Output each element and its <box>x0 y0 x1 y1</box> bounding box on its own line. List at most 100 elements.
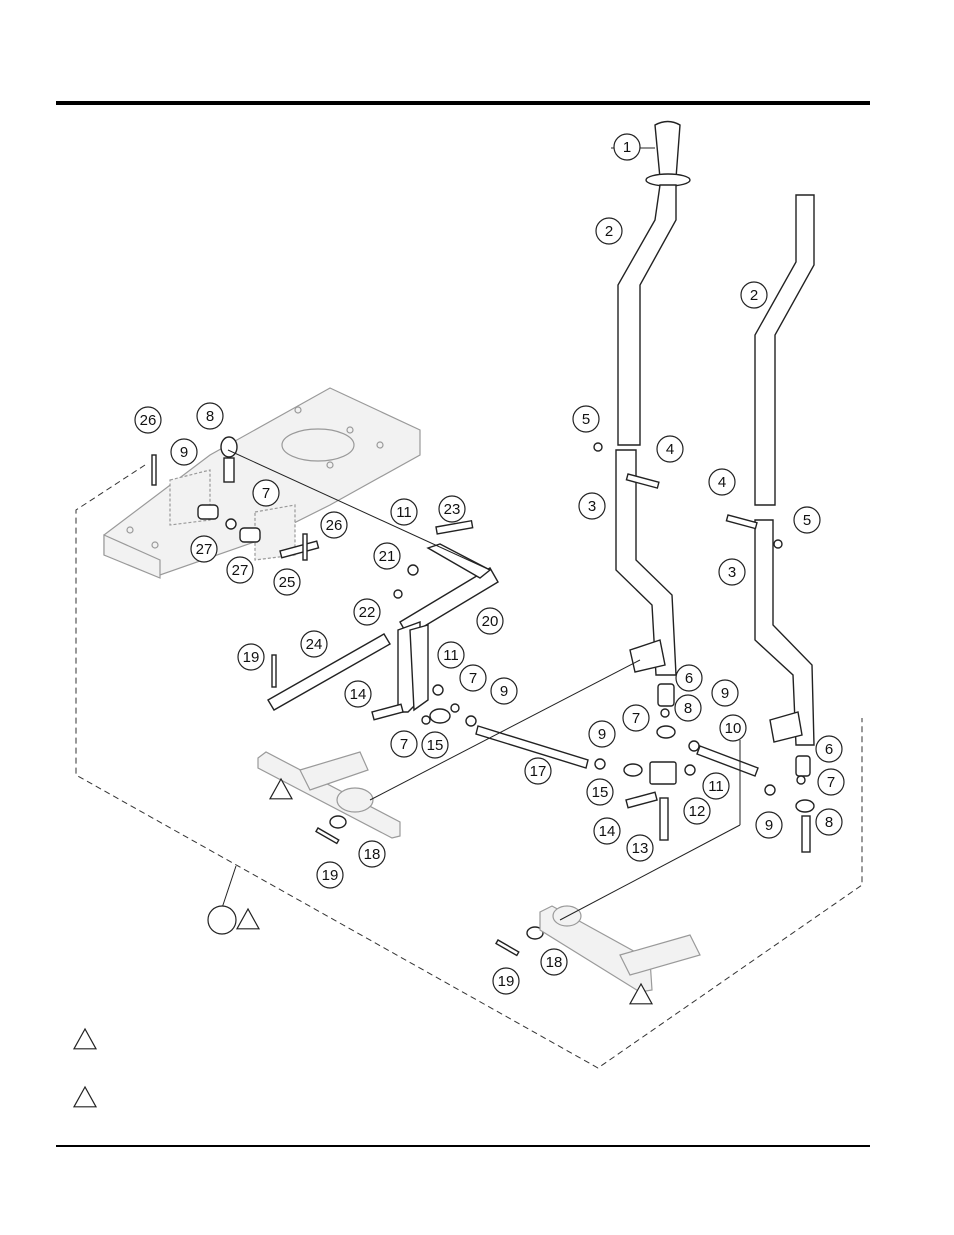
callout-12: 12 <box>684 798 710 824</box>
rod-24 <box>268 634 390 710</box>
note-triangle-shape <box>74 1029 96 1049</box>
callout-number: 21 <box>379 548 396 565</box>
callout-11: 11 <box>703 773 729 799</box>
callout-group: 1223344556677777888999991011111112131414… <box>135 134 844 994</box>
callout-18: 18 <box>541 949 567 975</box>
callout-number: 14 <box>599 823 616 840</box>
callout-number: 26 <box>140 412 157 429</box>
callout-11: 11 <box>391 499 417 525</box>
callout-number: 11 <box>708 778 724 795</box>
callout-7: 7 <box>391 731 417 757</box>
callout-19: 19 <box>238 644 264 670</box>
callout-number: 4 <box>666 441 674 458</box>
callout-23: 23 <box>439 496 465 522</box>
callout-number: 13 <box>632 840 649 857</box>
callout-number: 6 <box>685 670 693 687</box>
callout-number: 9 <box>721 685 729 702</box>
callout-20: 20 <box>477 608 503 634</box>
callout-9: 9 <box>171 439 197 465</box>
callout-number: 2 <box>750 287 758 304</box>
note-circle-icon <box>208 906 236 934</box>
callout-number: 18 <box>364 846 381 863</box>
callout-13: 13 <box>627 835 653 861</box>
callout-number: 9 <box>180 444 188 461</box>
callout-number: 7 <box>262 485 270 502</box>
callout-21: 21 <box>374 543 400 569</box>
callout-number: 5 <box>582 411 590 428</box>
callout-number: 6 <box>825 741 833 758</box>
callout-19: 19 <box>317 862 343 888</box>
note-triangle-icon <box>237 909 259 929</box>
callout-15: 15 <box>587 779 613 805</box>
callout-10: 10 <box>720 715 746 741</box>
callout-number: 10 <box>725 720 742 737</box>
callout-number: 7 <box>469 670 477 687</box>
callout-7: 7 <box>623 705 649 731</box>
callout-4: 4 <box>709 469 735 495</box>
callout-9: 9 <box>756 812 782 838</box>
callout-8: 8 <box>816 809 842 835</box>
callout-number: 24 <box>306 636 323 653</box>
note-triangle-shape <box>74 1087 96 1107</box>
callout-3: 3 <box>719 559 745 585</box>
right-handle-lower-tube <box>755 520 814 745</box>
callout-number: 27 <box>196 541 213 558</box>
callout-7: 7 <box>253 480 279 506</box>
callout-number: 8 <box>825 814 833 831</box>
callout-7: 7 <box>460 665 486 691</box>
callout-6: 6 <box>816 736 842 762</box>
callout-number: 7 <box>632 710 640 727</box>
callout-number: 19 <box>498 973 515 990</box>
callout-number: 17 <box>530 763 547 780</box>
callout-number: 19 <box>322 867 339 884</box>
note-circle-triangle-symbol <box>208 906 259 934</box>
callout-14: 14 <box>345 681 371 707</box>
callout-22: 22 <box>354 599 380 625</box>
callout-number: 26 <box>326 517 343 534</box>
callout-6: 6 <box>676 665 702 691</box>
callout-number: 20 <box>482 613 499 630</box>
callout-9: 9 <box>712 680 738 706</box>
callout-11: 11 <box>438 642 464 668</box>
callout-number: 4 <box>718 474 726 491</box>
callout-number: 11 <box>396 504 412 521</box>
callout-number: 1 <box>623 139 631 156</box>
lower-pivot-ghost-right <box>540 906 700 992</box>
callout-number: 7 <box>827 774 835 791</box>
callout-24: 24 <box>301 631 327 657</box>
callout-number: 15 <box>427 737 444 754</box>
callout-9: 9 <box>491 678 517 704</box>
callout-1: 1 <box>614 134 640 160</box>
callout-2: 2 <box>741 282 767 308</box>
rod-10 <box>697 746 758 776</box>
note-triangle-icon <box>74 1029 96 1049</box>
callout-number: 7 <box>400 736 408 753</box>
callout-17: 17 <box>525 758 551 784</box>
callout-number: 3 <box>728 564 736 581</box>
callout-number: 3 <box>588 498 596 515</box>
callout-number: 2 <box>605 223 613 240</box>
callout-7: 7 <box>818 769 844 795</box>
callout-14: 14 <box>594 818 620 844</box>
callout-27: 27 <box>227 557 253 583</box>
callout-number: 27 <box>232 562 249 579</box>
callout-number: 14 <box>350 686 367 703</box>
callout-number: 15 <box>592 784 609 801</box>
callout-number: 5 <box>803 512 811 529</box>
callout-2: 2 <box>596 218 622 244</box>
callout-15: 15 <box>422 732 448 758</box>
callout-18: 18 <box>359 841 385 867</box>
callout-26: 26 <box>321 512 347 538</box>
callout-26: 26 <box>135 407 161 433</box>
callout-5: 5 <box>573 406 599 432</box>
callout-8: 8 <box>197 403 223 429</box>
callout-8: 8 <box>675 695 701 721</box>
left-handle-upper-tube <box>618 122 690 446</box>
callout-number: 18 <box>546 954 563 971</box>
callout-number: 25 <box>279 574 296 591</box>
callout-3: 3 <box>579 493 605 519</box>
callout-number: 12 <box>689 803 706 820</box>
callout-number: 23 <box>444 501 461 518</box>
